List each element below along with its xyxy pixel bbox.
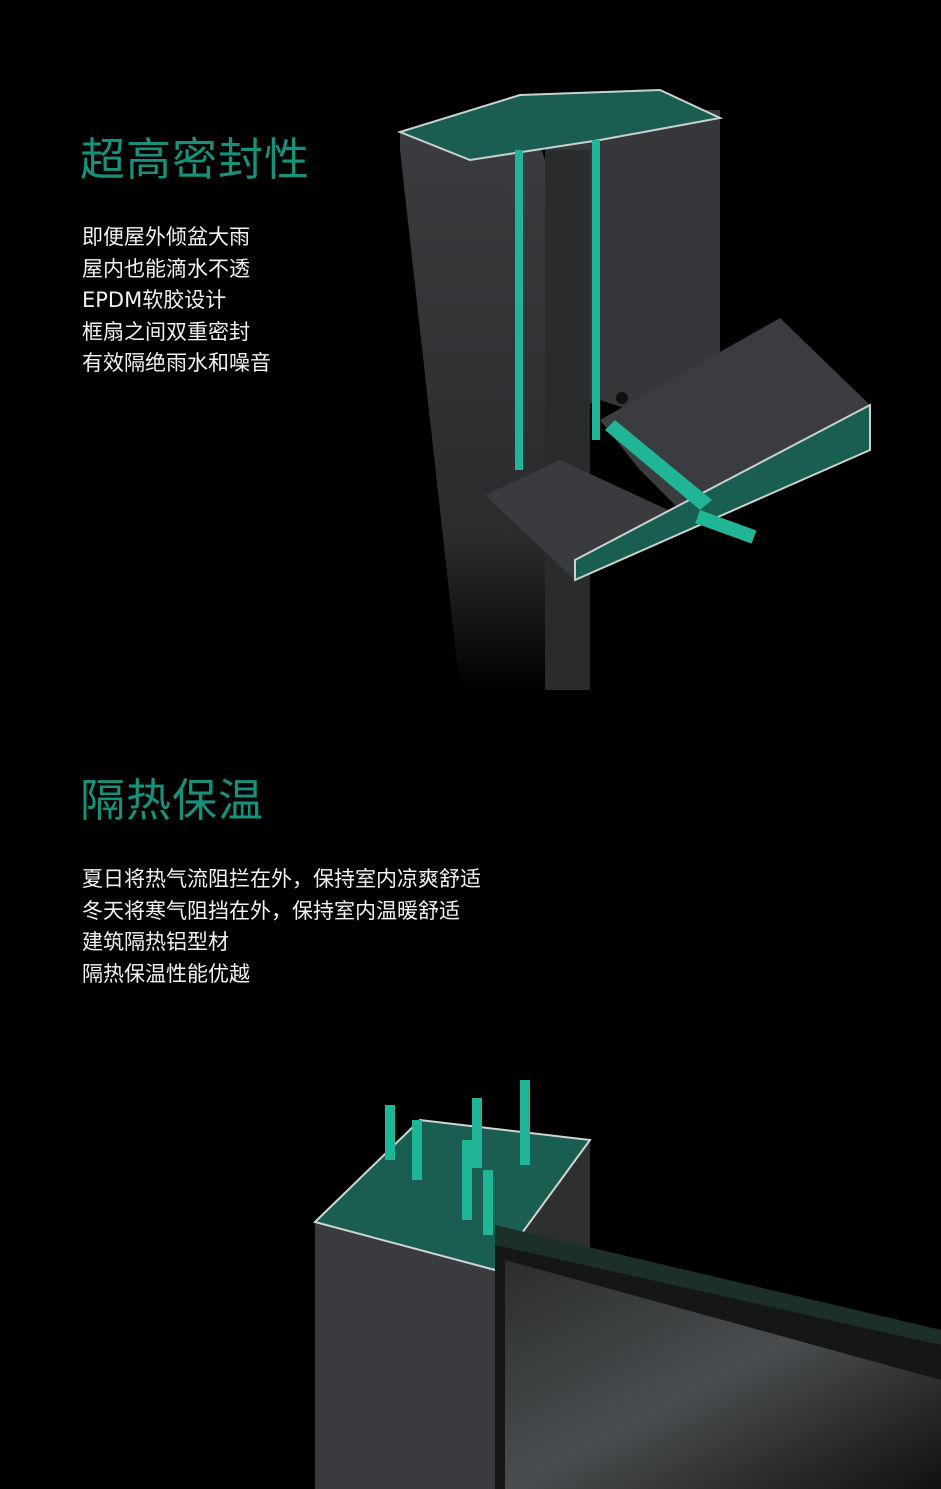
body-line: 屋内也能滴水不透 <box>82 256 250 281</box>
body-line: 建筑隔热铝型材 <box>82 930 229 954</box>
section-title-sealing: 超高密封性 <box>80 133 311 186</box>
body-line: 框扇之间双重密封 <box>82 319 250 344</box>
section-title-insulation: 隔热保温 <box>80 774 265 827</box>
body-line: 夏日将热气流阻拦在外，保持室内凉爽舒适 <box>82 867 481 891</box>
section-body-insulation: 夏日将热气流阻拦在外，保持室内凉爽舒适 冬天将寒气阻挡在外，保持室内温暖舒适 建… <box>82 864 481 990</box>
body-line: 隔热保温性能优越 <box>82 961 250 986</box>
body-line: 有效隔绝雨水和噪音 <box>82 351 271 375</box>
window-frame-profile-1 <box>397 88 871 690</box>
section-body-sealing: 即便屋外倾盆大雨 屋内也能滴水不透 EPDM软胶设计 框扇之间双重密封 有效隔绝… <box>82 222 271 380</box>
window-frame-profile-2 <box>313 1080 941 1489</box>
body-line: 冬天将寒气阻挡在外，保持室内温暖舒适 <box>82 898 460 923</box>
body-line: 即便屋外倾盆大雨 <box>82 225 250 249</box>
body-line: EPDM软胶设计 <box>82 288 227 312</box>
